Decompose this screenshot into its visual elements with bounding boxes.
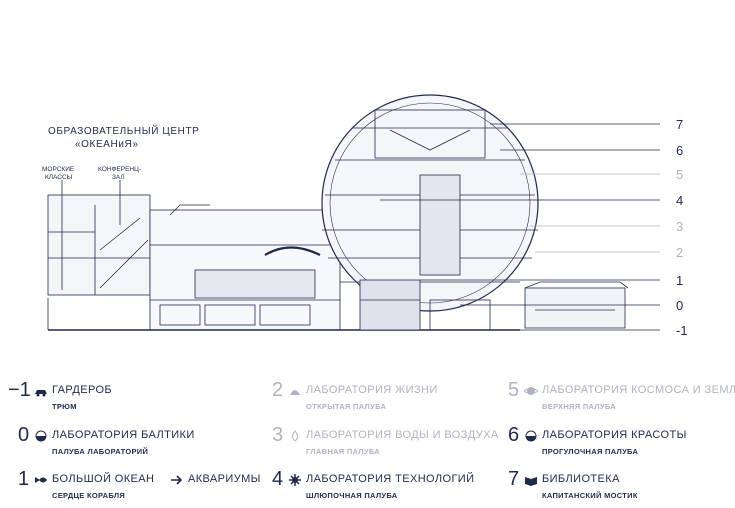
label-marine-line1: МОРСКИЕ: [42, 166, 75, 173]
deck-level-label: 6: [676, 143, 683, 158]
deck-level-label: 3: [676, 219, 683, 234]
right-annex: [524, 287, 626, 329]
legend-deck-number: 6: [508, 424, 520, 446]
half-circle-icon: [34, 429, 48, 442]
building-section-diagram: ОБРАЗОВАТЕЛЬНЫЙ ЦЕНТР «ОКЕАНиЯ» МОРСКИЕ …: [42, 94, 688, 338]
legend-deck-number: 4: [272, 468, 284, 490]
legend-title: ЛАБОРАТОРИЯ БАЛТИКИ: [52, 429, 195, 441]
deck-level-label: -1: [676, 323, 688, 338]
legend-deck-number: 7: [508, 468, 520, 490]
deck-level-label: 1: [676, 273, 683, 288]
legend-extra: АКВАРИУМЫ: [188, 473, 261, 485]
drop-icon: [288, 429, 302, 442]
shell-icon: [288, 384, 302, 396]
legend-subtitle: ШЛЮПОЧНАЯ ПАЛУБА: [306, 491, 398, 500]
gear-icon: [288, 473, 302, 486]
legend-title: ЛАБОРАТОРИЯ ВОДЫ И ВОЗДУХА: [306, 429, 499, 441]
legend-deck-number: 2: [272, 379, 284, 401]
arrow-icon: [170, 473, 184, 485]
legend-title: БИБЛИОТЕКА: [542, 473, 620, 485]
deck-level-label: 0: [676, 298, 683, 313]
legend-title: БОЛЬШОЙ ОКЕАН: [52, 473, 155, 485]
diagram-title-line2: «ОКЕАНиЯ»: [75, 139, 139, 150]
car-icon: [34, 384, 48, 397]
legend-deck-number: −1: [8, 379, 31, 401]
label-marine-line2: КЛАССЫ: [45, 174, 73, 181]
left-annex: [47, 194, 151, 296]
deck-level-label: 7: [676, 117, 683, 132]
legend-subtitle: КАПИТАНСКИЙ МОСТИК: [542, 491, 638, 500]
legend-title: ЛАБОРАТОРИЯ КРАСОТЫ: [542, 429, 687, 441]
legend-title: ЛАБОРАТОРИЯ ЖИЗНИ: [306, 384, 438, 396]
planet-icon: [524, 384, 538, 396]
label-conf-line1: КОНФЕРЕНЦ-: [98, 166, 141, 173]
legend-deck-number: 1: [18, 468, 30, 490]
fish-icon: [34, 473, 48, 485]
legend-title: ГАРДЕРОБ: [52, 384, 113, 396]
legend-subtitle: ГЛАВНАЯ ПАЛУБА: [306, 447, 381, 456]
deck-level-label: 5: [676, 167, 683, 182]
legend-title: ЛАБОРАТОРИЯ ТЕХНОЛОГИЙ: [306, 473, 475, 485]
legend-subtitle: ОТКРЫТАЯ ПАЛУБА: [306, 402, 387, 411]
legend-subtitle: ТРЮМ: [52, 402, 77, 411]
deck-level-label: 4: [676, 193, 683, 208]
legend-subtitle: ПАЛУБА ЛАБОРАТОРИЙ: [52, 447, 149, 456]
diagram-title-line1: ОБРАЗОВАТЕЛЬНЫЙ ЦЕНТР: [48, 124, 199, 137]
legend-subtitle: СЕРДЦЕ КОРАБЛЯ: [52, 491, 126, 500]
legend-deck-number: 3: [272, 424, 284, 446]
legend-subtitle: ПРОГУЛОЧНАЯ ПАЛУБА: [542, 447, 639, 456]
deck-level-label: 2: [676, 245, 683, 260]
book-icon: [524, 473, 538, 486]
legend-subtitle: ВЕРХНЯЯ ПАЛУБА: [542, 402, 616, 411]
half-circle-icon: [524, 429, 538, 442]
legend-deck-number: 0: [18, 424, 30, 446]
aquarium-block: [359, 279, 421, 331]
legend-title: ЛАБОРАТОРИЯ КОСМОСА И ЗЕМЛИ: [542, 384, 735, 396]
legend-deck-number: 5: [508, 379, 520, 401]
label-conf-line2: ЗАЛ: [112, 174, 125, 181]
